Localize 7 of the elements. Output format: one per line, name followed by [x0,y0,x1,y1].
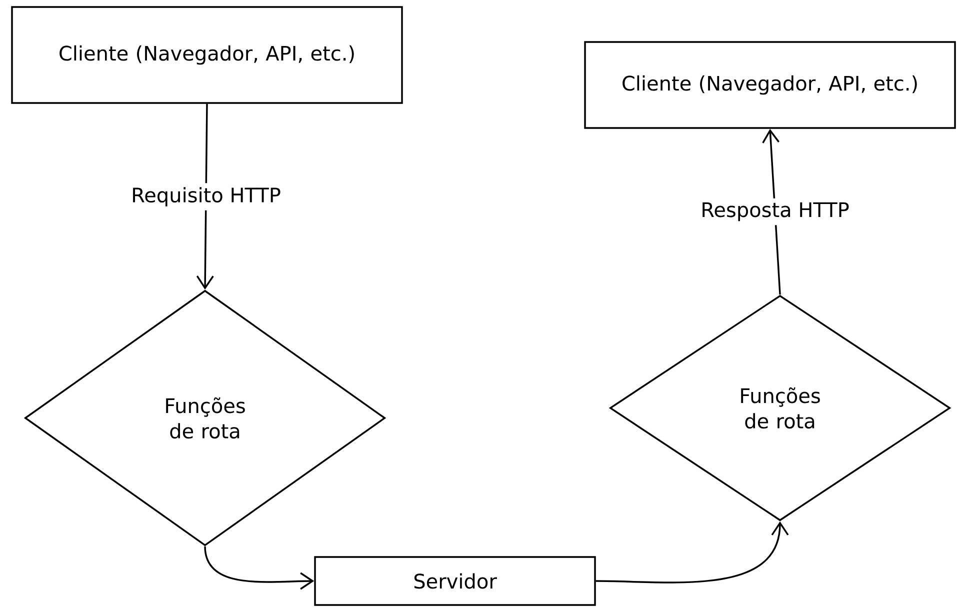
edge-label: Requisito HTTP [133,187,280,206]
edge-label: Resposta HTTP [702,202,849,222]
process-box: Servidor [314,556,596,606]
process-box: Cliente (Navegador, API, etc.) [11,6,403,104]
arrow [596,521,789,584]
process-box: Cliente (Navegador, API, etc.) [584,41,956,129]
arrow [204,546,314,590]
